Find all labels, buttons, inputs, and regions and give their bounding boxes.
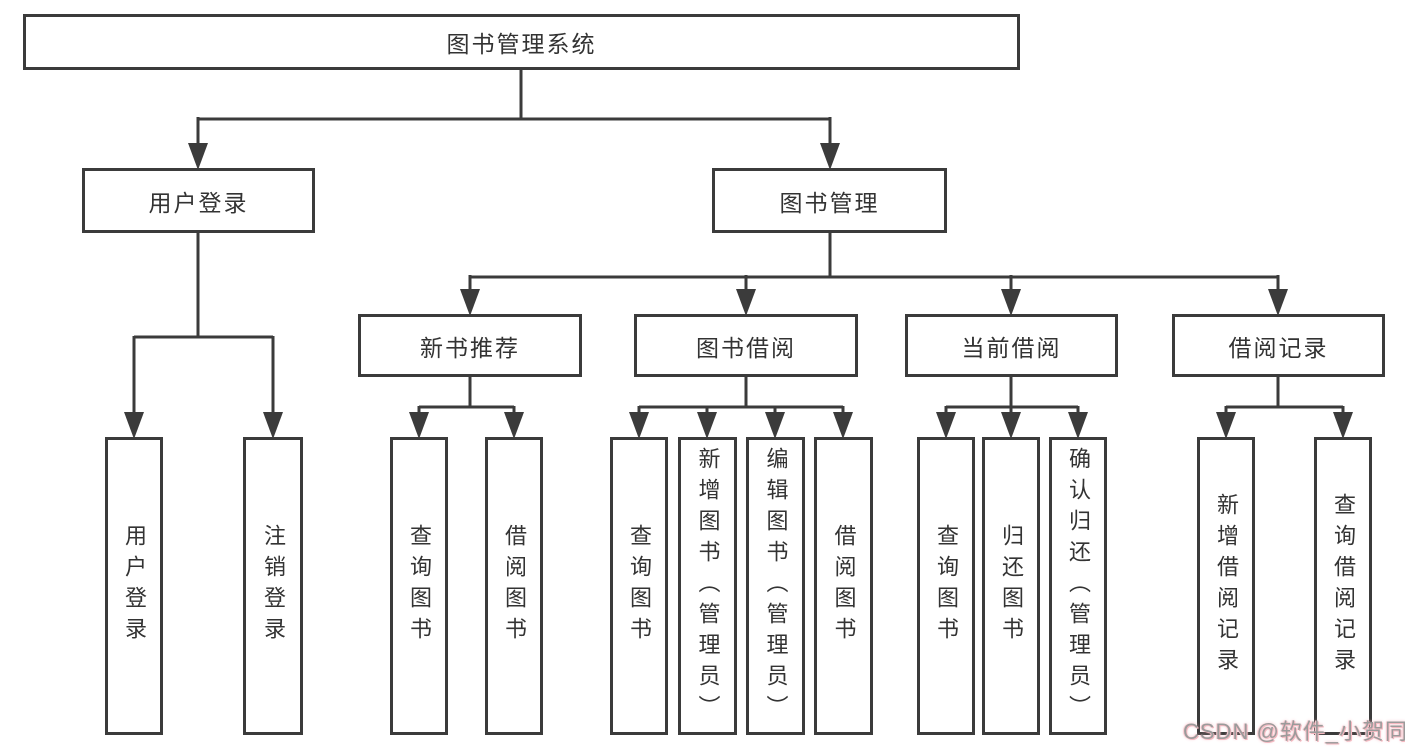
arrowhead [1216, 412, 1236, 439]
leaf-label: 查询图书 [407, 524, 432, 648]
leaf-label: 查询图书 [934, 524, 959, 648]
leaf-label: 注销登录 [261, 524, 286, 648]
leaf-label: 借阅图书 [831, 524, 857, 648]
node-label: 图书管理 [779, 189, 880, 216]
leaf-borrow-books-recommend: 借阅图书 [485, 437, 543, 735]
arrowhead [629, 412, 649, 439]
leaf-query-books-recommend: 查询图书 [390, 437, 448, 735]
node-label: 图书管理系统 [446, 31, 597, 57]
node-borrow-records: 借阅记录 [1172, 314, 1385, 377]
leaf-label: 新增图书（管理员） [695, 446, 721, 726]
node-label: 用户登录 [148, 189, 249, 216]
arrowheads [124, 143, 1353, 439]
node-label: 新书推荐 [420, 334, 520, 361]
node-label: 当前借阅 [961, 334, 1062, 361]
arrowhead [820, 143, 840, 170]
leaf-label: 用户登录 [122, 524, 147, 648]
leaf-borrow-books: 借阅图书 [814, 437, 873, 735]
watermark: CSDN @软件_小贺同学 [1183, 719, 1405, 744]
leaf-label: 确认归还（管理员） [1066, 446, 1091, 726]
node-label: 图书借阅 [696, 334, 796, 361]
node-library-system: 图书管理系统 [23, 14, 1020, 70]
leaf-return-books: 归还图书 [982, 437, 1040, 735]
leaf-query-books-current: 查询图书 [917, 437, 975, 735]
leaf-add-books-admin: 新增图书（管理员） [678, 437, 737, 735]
arrowhead [460, 289, 480, 316]
arrowhead [697, 412, 717, 439]
arrowhead [1068, 412, 1088, 439]
leaf-query-borrow-record: 查询借阅记录 [1314, 437, 1372, 735]
arrowhead [765, 412, 785, 439]
arrowhead [936, 412, 956, 439]
arrowhead [1333, 412, 1353, 439]
leaf-add-borrow-record: 新增借阅记录 [1197, 437, 1255, 735]
node-new-book-recommend: 新书推荐 [358, 314, 582, 377]
node-label: 借阅记录 [1228, 334, 1329, 361]
arrowhead [736, 289, 756, 316]
arrowhead [504, 412, 524, 439]
node-book-management: 图书管理 [712, 168, 947, 233]
leaf-label: 编辑图书（管理员） [763, 446, 789, 726]
arrowhead [1001, 289, 1021, 316]
leaf-edit-books-admin: 编辑图书（管理员） [746, 437, 805, 735]
leaf-label: 新增借阅记录 [1214, 493, 1239, 679]
arrowhead [124, 412, 144, 439]
arrowhead [1001, 412, 1021, 439]
leaf-logout: 注销登录 [243, 437, 303, 735]
leaf-label: 查询图书 [627, 524, 652, 648]
arrowhead [409, 412, 429, 439]
node-current-borrow: 当前借阅 [905, 314, 1118, 377]
leaf-label: 借阅图书 [502, 524, 527, 648]
arrowhead [1268, 289, 1288, 316]
node-user-login: 用户登录 [82, 168, 315, 233]
leaf-query-books-borrow: 查询图书 [610, 437, 668, 735]
node-book-borrow: 图书借阅 [634, 314, 858, 377]
leaf-confirm-return-admin: 确认归还（管理员） [1049, 437, 1107, 735]
arrowhead [833, 412, 853, 439]
leaf-label: 查询借阅记录 [1331, 493, 1356, 679]
arrowhead [263, 412, 283, 439]
leaf-user-login: 用户登录 [105, 437, 163, 735]
arrowhead [188, 143, 208, 170]
leaf-label: 归还图书 [999, 524, 1024, 648]
